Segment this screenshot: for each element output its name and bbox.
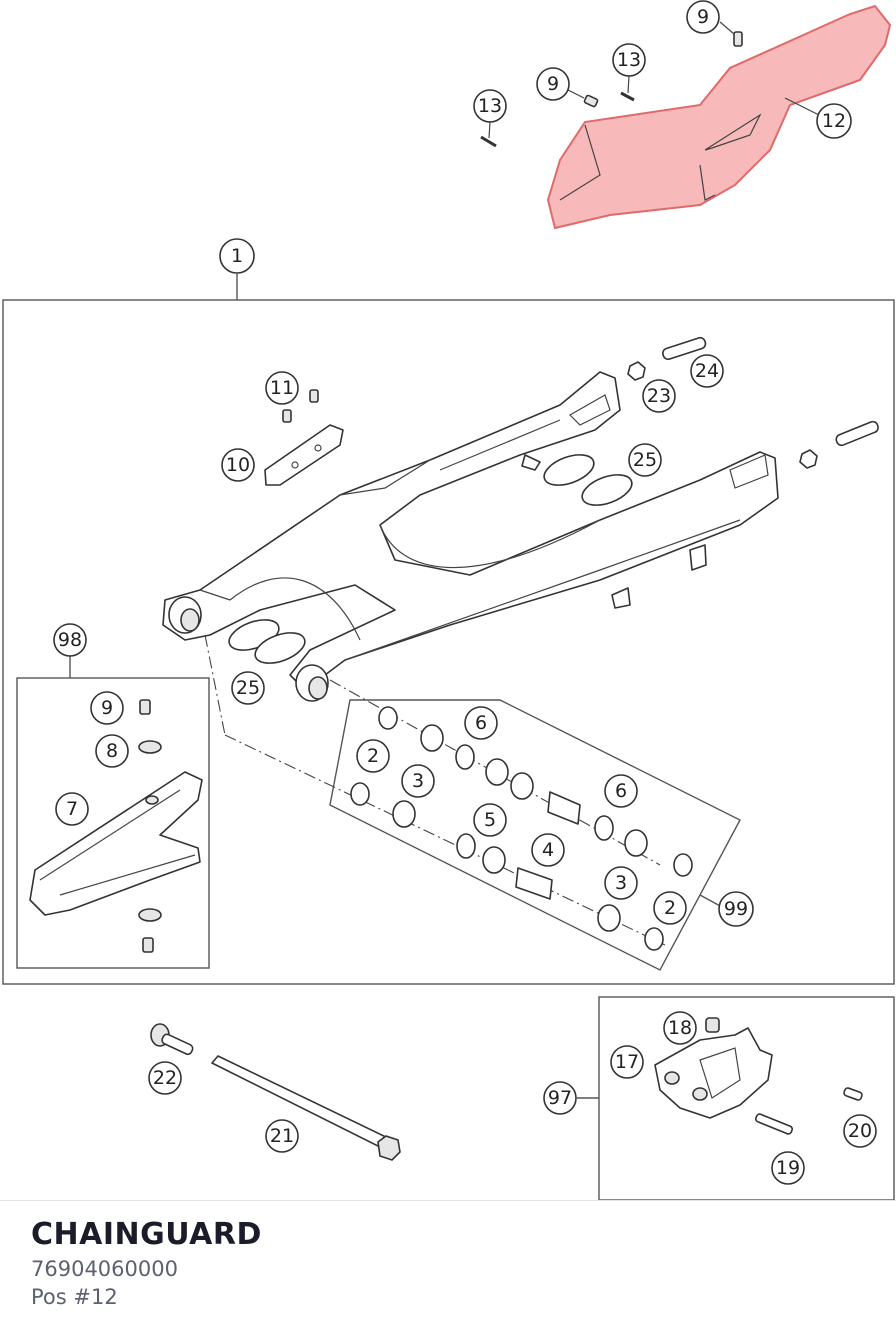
nut-23 xyxy=(627,361,818,469)
svg-text:5: 5 xyxy=(484,809,496,831)
chain-slider-7 xyxy=(29,771,203,916)
svg-text:2: 2 xyxy=(664,897,676,919)
svg-text:9: 9 xyxy=(547,73,559,95)
svg-text:4: 4 xyxy=(542,839,554,861)
bearing-set-lower xyxy=(350,782,664,951)
svg-text:6: 6 xyxy=(475,712,487,734)
callout-13[interactable]: 13 xyxy=(612,43,646,77)
callout-22[interactable]: 22 xyxy=(148,1061,182,1095)
callout-97[interactable]: 97 xyxy=(543,1081,577,1115)
exploded-parts-diagram: 9 13 9 13 12 1 25 24 23 xyxy=(2,0,895,1200)
callout-99[interactable]: 99 xyxy=(718,891,754,927)
callout-25[interactable]: 25 xyxy=(628,443,662,477)
screw-9-box98 xyxy=(139,699,151,715)
callout-11[interactable]: 11 xyxy=(265,371,299,405)
svg-text:22: 22 xyxy=(153,1067,177,1089)
chain-slider-kit-frame xyxy=(16,677,210,969)
svg-text:9: 9 xyxy=(697,6,709,28)
svg-text:6: 6 xyxy=(615,780,627,802)
callout-8[interactable]: 8 xyxy=(95,734,129,768)
part-info-panel: CHAINGUARD 76904060000 Pos #12 xyxy=(0,1200,896,1336)
ring-25-left xyxy=(228,619,306,664)
callout-9[interactable]: 9 xyxy=(536,67,570,101)
svg-text:98: 98 xyxy=(58,629,82,651)
ring-25-right xyxy=(543,454,633,506)
screw-9-top xyxy=(719,21,743,47)
svg-text:11: 11 xyxy=(270,377,294,399)
callout-17[interactable]: 17 xyxy=(610,1045,644,1079)
callout-7[interactable]: 7 xyxy=(55,792,89,826)
svg-text:13: 13 xyxy=(478,95,502,117)
svg-text:3: 3 xyxy=(615,872,627,894)
screw-9-lower xyxy=(142,937,154,953)
bearing-set-upper xyxy=(378,706,693,877)
part-number: 76904060000 xyxy=(31,1257,178,1281)
chainguard-highlighted-part[interactable] xyxy=(546,4,892,230)
callout-3[interactable]: 3 xyxy=(604,866,638,900)
swingarm[interactable] xyxy=(162,371,779,702)
callout-6[interactable]: 6 xyxy=(604,774,638,808)
callout-98[interactable]: 98 xyxy=(53,623,87,657)
callout-21[interactable]: 21 xyxy=(265,1119,299,1153)
svg-text:21: 21 xyxy=(270,1125,294,1147)
nut-18 xyxy=(705,1017,720,1033)
bearing-kit-frame xyxy=(329,699,741,971)
callout-9[interactable]: 9 xyxy=(686,0,720,34)
callout-4[interactable]: 4 xyxy=(531,833,565,867)
callout-9[interactable]: 9 xyxy=(90,691,124,725)
callout-20[interactable]: 20 xyxy=(843,1114,877,1148)
part-name: CHAINGUARD xyxy=(31,1217,262,1252)
callout-1[interactable]: 1 xyxy=(219,238,255,274)
svg-text:7: 7 xyxy=(66,798,78,820)
svg-text:1: 1 xyxy=(231,245,243,267)
svg-text:12: 12 xyxy=(822,110,846,132)
svg-text:25: 25 xyxy=(236,677,260,699)
svg-text:13: 13 xyxy=(617,49,641,71)
bolt-19 xyxy=(754,1113,794,1135)
chain-guide-17 xyxy=(654,1027,773,1119)
callout-23[interactable]: 23 xyxy=(642,379,676,413)
callout-6[interactable]: 6 xyxy=(464,706,498,740)
svg-text:23: 23 xyxy=(647,385,671,407)
callout-24[interactable]: 24 xyxy=(690,354,724,388)
svg-text:97: 97 xyxy=(548,1087,572,1109)
svg-text:25: 25 xyxy=(633,449,657,471)
svg-text:24: 24 xyxy=(695,360,719,382)
svg-text:10: 10 xyxy=(226,454,250,476)
slider-10 xyxy=(264,424,344,486)
screw-20 xyxy=(843,1087,863,1101)
svg-text:3: 3 xyxy=(412,770,424,792)
axle-bolt-22 xyxy=(150,1023,194,1056)
swingarm-assembly-frame xyxy=(2,299,895,985)
svg-text:18: 18 xyxy=(668,1017,692,1039)
callout-2[interactable]: 2 xyxy=(356,739,390,773)
callout-12-highlighted[interactable]: 12 xyxy=(816,103,852,139)
screw-9-mid xyxy=(567,89,599,108)
pin-13-top xyxy=(620,75,635,102)
callout-25[interactable]: 25 xyxy=(231,671,265,705)
svg-text:17: 17 xyxy=(615,1051,639,1073)
screw-11 xyxy=(282,389,319,423)
callout-13[interactable]: 13 xyxy=(473,89,507,123)
callout-10[interactable]: 10 xyxy=(221,448,255,482)
callout-2[interactable]: 2 xyxy=(653,891,687,925)
washer-8 xyxy=(138,740,162,754)
part-position: Pos #12 xyxy=(31,1285,118,1309)
callout-18[interactable]: 18 xyxy=(663,1011,697,1045)
svg-text:9: 9 xyxy=(101,697,113,719)
pin-13-left xyxy=(480,121,497,148)
svg-text:8: 8 xyxy=(106,740,118,762)
callout-5[interactable]: 5 xyxy=(473,803,507,837)
callout-19[interactable]: 19 xyxy=(771,1151,805,1185)
washer-8-lower xyxy=(138,908,162,922)
svg-text:20: 20 xyxy=(848,1120,872,1142)
svg-text:2: 2 xyxy=(367,745,379,767)
svg-text:99: 99 xyxy=(724,898,748,920)
axle-pin-24 xyxy=(662,336,879,447)
svg-text:19: 19 xyxy=(776,1157,800,1179)
callout-3[interactable]: 3 xyxy=(401,764,435,798)
swingarm-axle-21 xyxy=(211,1055,401,1161)
